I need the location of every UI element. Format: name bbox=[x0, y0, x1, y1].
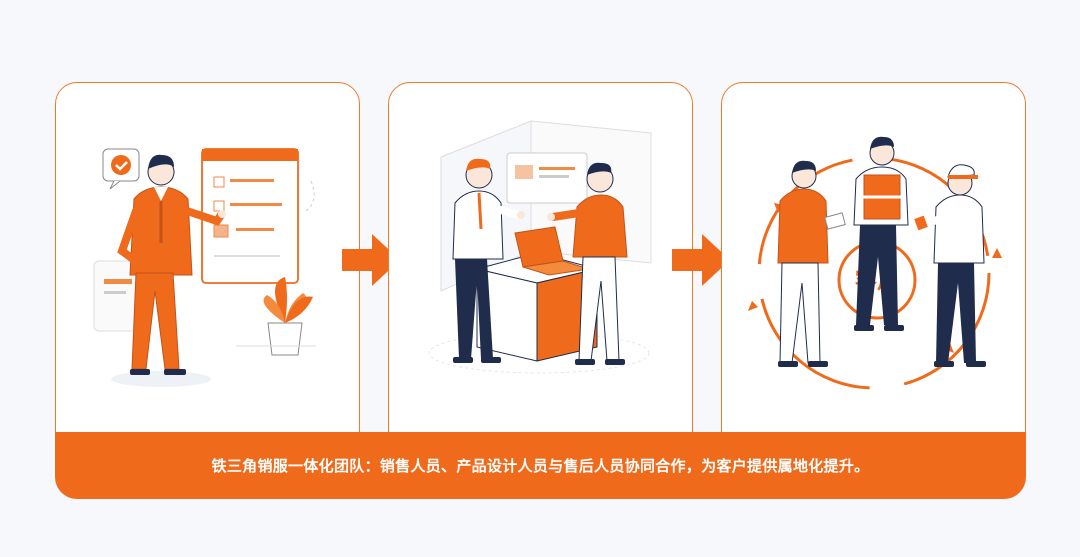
laptop bbox=[514, 226, 590, 276]
arrow-right-icon bbox=[672, 234, 730, 286]
caption-text: 铁三角销服一体化团队：销售人员、产品设计人员与售后人员协同合作，为客户提供属地化… bbox=[211, 457, 870, 475]
engineer bbox=[777, 160, 846, 367]
sales-illustration bbox=[93, 148, 316, 387]
presentation-board bbox=[201, 148, 299, 284]
panel-service: 客户 bbox=[721, 82, 1026, 462]
design-illustration bbox=[428, 120, 652, 374]
panel-sales bbox=[55, 82, 360, 462]
screen-document bbox=[506, 152, 588, 204]
salesperson bbox=[111, 154, 226, 387]
service-illustration: 客户 bbox=[748, 136, 1002, 390]
plant bbox=[263, 277, 313, 356]
designer bbox=[452, 158, 525, 363]
arrow-right-icon bbox=[342, 234, 400, 286]
process-diagram: 客户 bbox=[55, 82, 1026, 499]
caption-banner: 铁三角销服一体化团队：销售人员、产品设计人员与售后人员协同合作，为客户提供属地化… bbox=[55, 432, 1026, 499]
panel-design bbox=[388, 82, 693, 462]
consultant bbox=[547, 162, 628, 365]
supervisor bbox=[853, 136, 909, 331]
checkmark-bubble-icon bbox=[102, 148, 140, 190]
service-worker bbox=[914, 164, 986, 367]
